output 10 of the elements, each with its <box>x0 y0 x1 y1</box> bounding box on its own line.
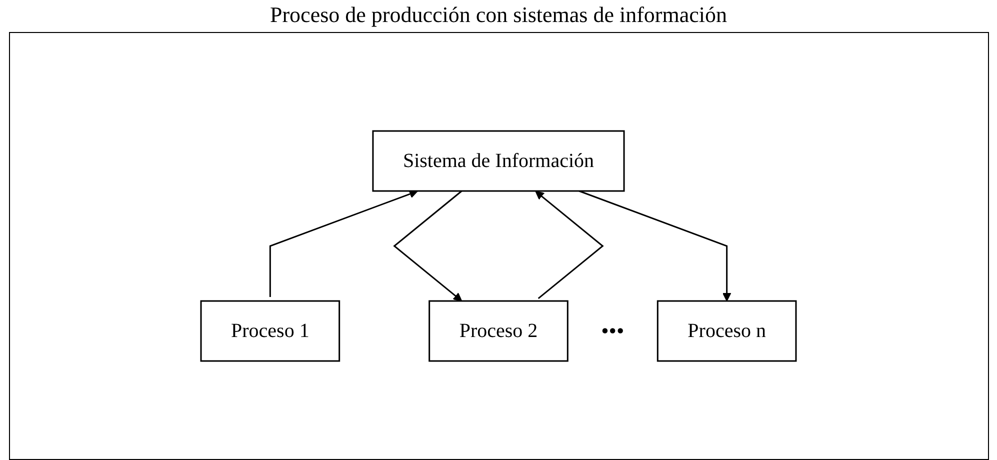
diagram-title: Proceso de producción con sistemas de información <box>270 2 727 28</box>
node-box: Proceso n <box>656 300 797 362</box>
arrow <box>269 190 418 297</box>
node-box: Sistema de Información <box>372 130 625 192</box>
arrow <box>578 190 732 302</box>
node-box: Proceso 1 <box>200 300 340 362</box>
node-box: Proceso 2 <box>428 300 568 362</box>
arrow <box>393 190 462 302</box>
ellipsis-text: ••• <box>601 318 624 343</box>
arrow <box>535 190 604 300</box>
